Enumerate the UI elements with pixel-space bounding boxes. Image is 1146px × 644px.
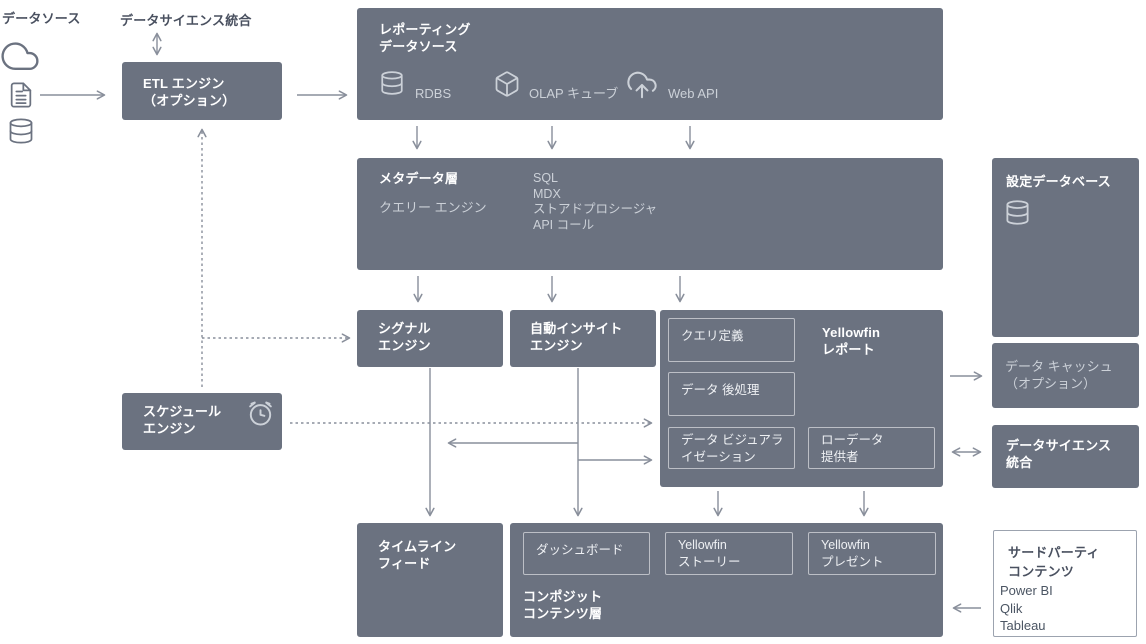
- rdbs-label: RDBS: [415, 86, 452, 101]
- cloud-upload-icon: [627, 71, 657, 99]
- data-science-integration-box: データサイエンス 統合: [992, 425, 1139, 488]
- config-database-box: 設定データベース: [992, 158, 1139, 337]
- third-party-content-box: サードパーティ コンテンツ Power BI Qlik Tableau: [993, 530, 1137, 637]
- query-engine-label: クエリー エンジン: [379, 200, 487, 215]
- reporting-title: レポーティング: [379, 22, 471, 37]
- raw-data-provider-subbox: ローデータ 提供者: [808, 427, 935, 469]
- data-science-top-label: データサイエンス統合: [120, 13, 252, 28]
- auto-insight-engine-title: 自動インサイト: [530, 321, 623, 336]
- olap-cube-label: OLAP キューブ: [529, 86, 619, 101]
- yellowfin-story-subbox: Yellowfin ストーリー: [665, 532, 793, 575]
- query-definition-subbox: クエリ定義: [668, 318, 795, 362]
- reporting-data-sources-box: レポーティング データソース RDBS OLAP キューブ Web: [357, 8, 943, 120]
- etl-engine-subtitle: （オプション）: [143, 92, 236, 108]
- yellowfin-present-subbox: Yellowfin プレゼント: [808, 532, 936, 575]
- data-cache-label: データ キャッシュ: [1005, 359, 1113, 374]
- metadata-layer-title: メタデータ層: [379, 171, 459, 186]
- cloud-icon: [1, 42, 39, 71]
- timeline-feed-box: タイムライン フィード: [357, 523, 503, 637]
- alarm-clock-icon: [249, 401, 272, 426]
- web-api-label: Web API: [668, 86, 719, 101]
- composite-content-layer-title: コンポジット: [523, 589, 603, 604]
- database-icon: [9, 118, 33, 144]
- config-database-title: 設定データベース: [1006, 174, 1111, 189]
- yellowfin-report-title: Yellowfin: [822, 325, 881, 340]
- database-icon: [1006, 200, 1029, 225]
- document-icon: [10, 82, 32, 108]
- signal-engine-title: シグナル: [378, 321, 431, 336]
- timeline-feed-title: タイムライン: [378, 539, 457, 554]
- database-icon: [381, 71, 403, 95]
- composite-content-layer-box: ダッシュボード Yellowfin ストーリー Yellowfin プレゼント …: [510, 523, 943, 637]
- data-postprocess-subbox: データ 後処理: [668, 372, 795, 416]
- etl-engine-title: ETL エンジン: [143, 76, 225, 91]
- yellowfin-report-box: Yellowfin レポート クエリ定義 データ 後処理 データ ビジュアラ イ…: [660, 310, 943, 487]
- third-party-content-title: サードパーティ: [1008, 545, 1100, 560]
- cube-icon: [495, 71, 519, 97]
- etl-engine-box: ETL エンジン （オプション）: [122, 62, 282, 120]
- third-party-list: Power BI Qlik Tableau: [1000, 583, 1053, 633]
- metadata-protocol-list: SQL MDX ストアドプロシージャ API コール: [533, 171, 658, 232]
- metadata-layer-box: メタデータ層 クエリー エンジン SQL MDX ストアドプロシージャ API …: [357, 158, 943, 270]
- data-science-integration-title: データサイエンス: [1006, 438, 1112, 453]
- dashboard-subbox: ダッシュボード: [523, 532, 650, 575]
- data-visualization-subbox: データ ビジュアラ イゼーション: [668, 427, 795, 469]
- data-sources-label: データソース: [2, 11, 81, 26]
- auto-insight-engine-box: 自動インサイト エンジン: [510, 310, 656, 367]
- signal-engine-box: シグナル エンジン: [357, 310, 503, 367]
- data-cache-box: データ キャッシュ （オプション）: [992, 343, 1139, 408]
- schedule-engine-title: スケジュール: [143, 404, 222, 419]
- schedule-engine-box: スケジュール エンジン: [122, 393, 282, 450]
